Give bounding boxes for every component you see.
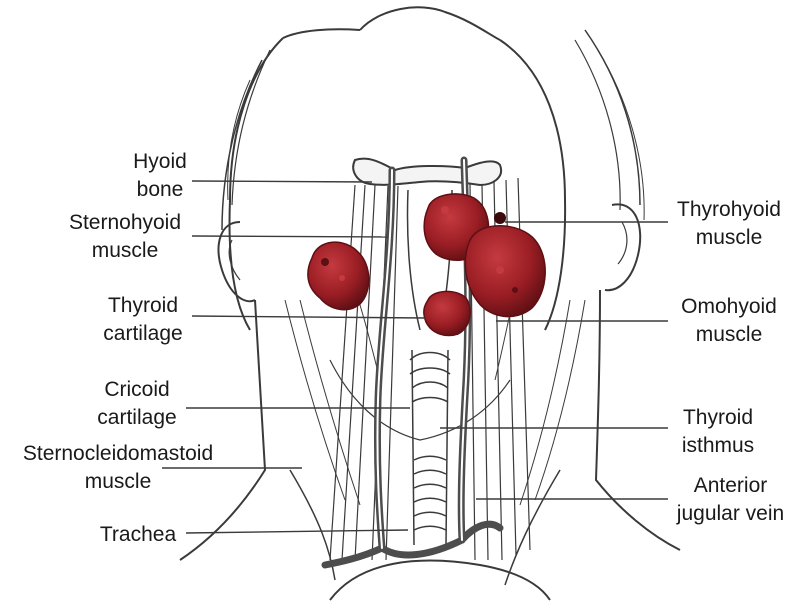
label-line: muscle — [695, 226, 763, 249]
leader-trachea — [185, 529, 409, 534]
leader-thyroid-cartilage — [191, 315, 427, 319]
label-line: Sternocleidomastoid — [22, 442, 214, 465]
label-line: Hyoid — [133, 150, 187, 173]
label-line: cartilage — [97, 406, 177, 429]
ears — [217, 203, 642, 303]
label-hyoid-bone: Hyoid bone — [110, 148, 210, 204]
chest-outline — [329, 559, 551, 601]
label-line: cartilage — [103, 322, 183, 345]
label-line: Thyroid — [682, 406, 754, 429]
label-line: Thyrohyoid — [677, 198, 781, 221]
label-thyrohyoid-muscle: Thyrohyoid muscle — [665, 196, 793, 252]
tumor-left-lobe — [307, 241, 370, 311]
leader-sternohyoid-muscle — [191, 235, 389, 238]
label-line: Thyroid — [107, 294, 179, 317]
hyoid-bone — [352, 157, 503, 187]
leader-hyoid-bone — [191, 180, 373, 183]
label-sternocleidomastoid-muscle: Sternocleidomastoid muscle — [0, 440, 236, 496]
label-cricoid-cartilage: Cricoid cartilage — [82, 376, 192, 432]
label-line: Anterior — [693, 474, 768, 497]
label-line: Cricoid — [104, 378, 170, 401]
neck-outline — [179, 289, 681, 586]
thyroid-tumors — [307, 193, 546, 337]
label-omohyoid-muscle: Omohyoid muscle — [665, 293, 793, 349]
label-line: Omohyoid — [681, 295, 777, 318]
label-line: muscle — [695, 323, 763, 346]
label-line: muscle — [84, 470, 152, 493]
tumor-speck — [494, 212, 506, 224]
label-line: Trachea — [99, 523, 177, 546]
label-anterior-jugular-vein: Anterior jugular vein — [668, 472, 793, 528]
label-line: bone — [136, 178, 184, 201]
label-line: Sternohyoid — [68, 211, 182, 234]
tumor-isthmus — [423, 290, 471, 337]
label-line: muscle — [91, 239, 159, 262]
tumor-right-lobe — [464, 225, 546, 318]
label-thyroid-cartilage: Thyroid cartilage — [88, 292, 198, 348]
label-trachea: Trachea — [86, 521, 190, 549]
label-thyroid-isthmus: Thyroid isthmus — [668, 404, 768, 460]
leader-lines — [162, 180, 668, 534]
label-sternohyoid-muscle: Sternohyoid muscle — [50, 209, 200, 265]
label-line: isthmus — [681, 434, 755, 457]
label-line: jugular vein — [676, 502, 785, 525]
